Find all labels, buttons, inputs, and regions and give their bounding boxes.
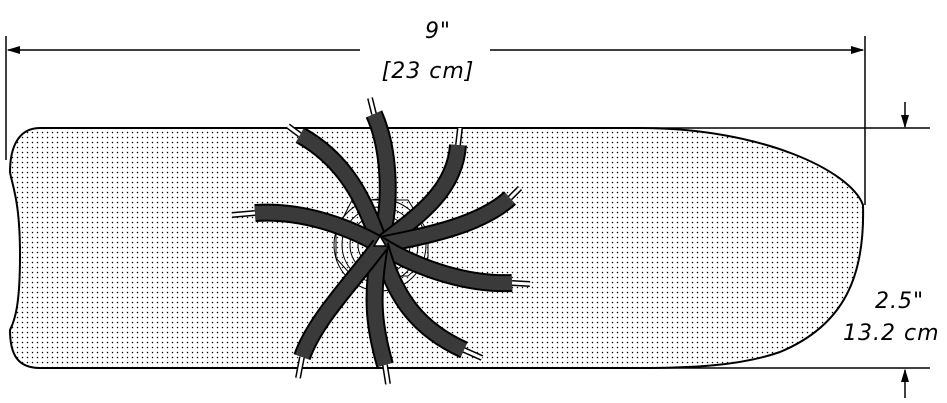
cable-2 <box>286 123 389 248</box>
height-label: 2.5" <box>875 289 924 314</box>
width-dimension: 9" [23 cm] <box>6 19 865 84</box>
electrode-pad <box>8 127 865 369</box>
hub-center-marker <box>372 234 388 247</box>
width-metric-label: [23 cm] <box>382 59 475 84</box>
cable-4 <box>378 185 523 254</box>
height-metric-label: 13.2 cm <box>843 321 940 346</box>
cable-5 <box>231 203 385 253</box>
cable-9 <box>293 239 388 379</box>
cable-6 <box>375 237 531 293</box>
height-dimension: 2.5" 13.2 cm <box>843 102 940 398</box>
width-label: 9" <box>425 19 451 44</box>
cables <box>231 97 531 385</box>
